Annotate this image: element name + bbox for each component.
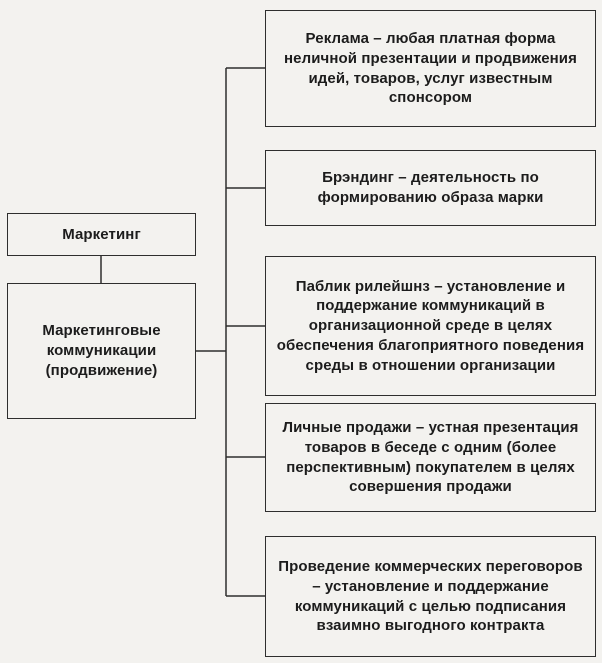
node-advertising: Реклама – любая платная форма неличной п… [265, 10, 596, 127]
node-commercial-negotiations: Проведение коммерческих переговоров – ус… [265, 536, 596, 657]
node-marketing-communications: Маркетинговые коммуникации (продвижение) [7, 283, 196, 419]
node-personal-selling: Личные продажи – устная презентация това… [265, 403, 596, 512]
node-public-relations: Паблик рилейшнз – установление и поддерж… [265, 256, 596, 396]
node-marketing: Маркетинг [7, 213, 196, 256]
node-marketing-label: Маркетинг [62, 225, 141, 243]
node-commercial-negotiations-label: Проведение коммерческих переговоров – ус… [278, 557, 583, 635]
node-personal-selling-label: Личные продажи – устная презентация това… [282, 418, 579, 496]
node-marketing-communications-label: Маркетинговые коммуникации (продвижение) [42, 322, 161, 379]
node-advertising-label: Реклама – любая платная форма неличной п… [284, 29, 577, 107]
node-branding: Брэндинг – деятельность по формированию … [265, 150, 596, 226]
node-branding-label: Брэндинг – деятельность по формированию … [317, 169, 544, 206]
node-public-relations-label: Паблик рилейшнз – установление и поддерж… [276, 277, 585, 374]
